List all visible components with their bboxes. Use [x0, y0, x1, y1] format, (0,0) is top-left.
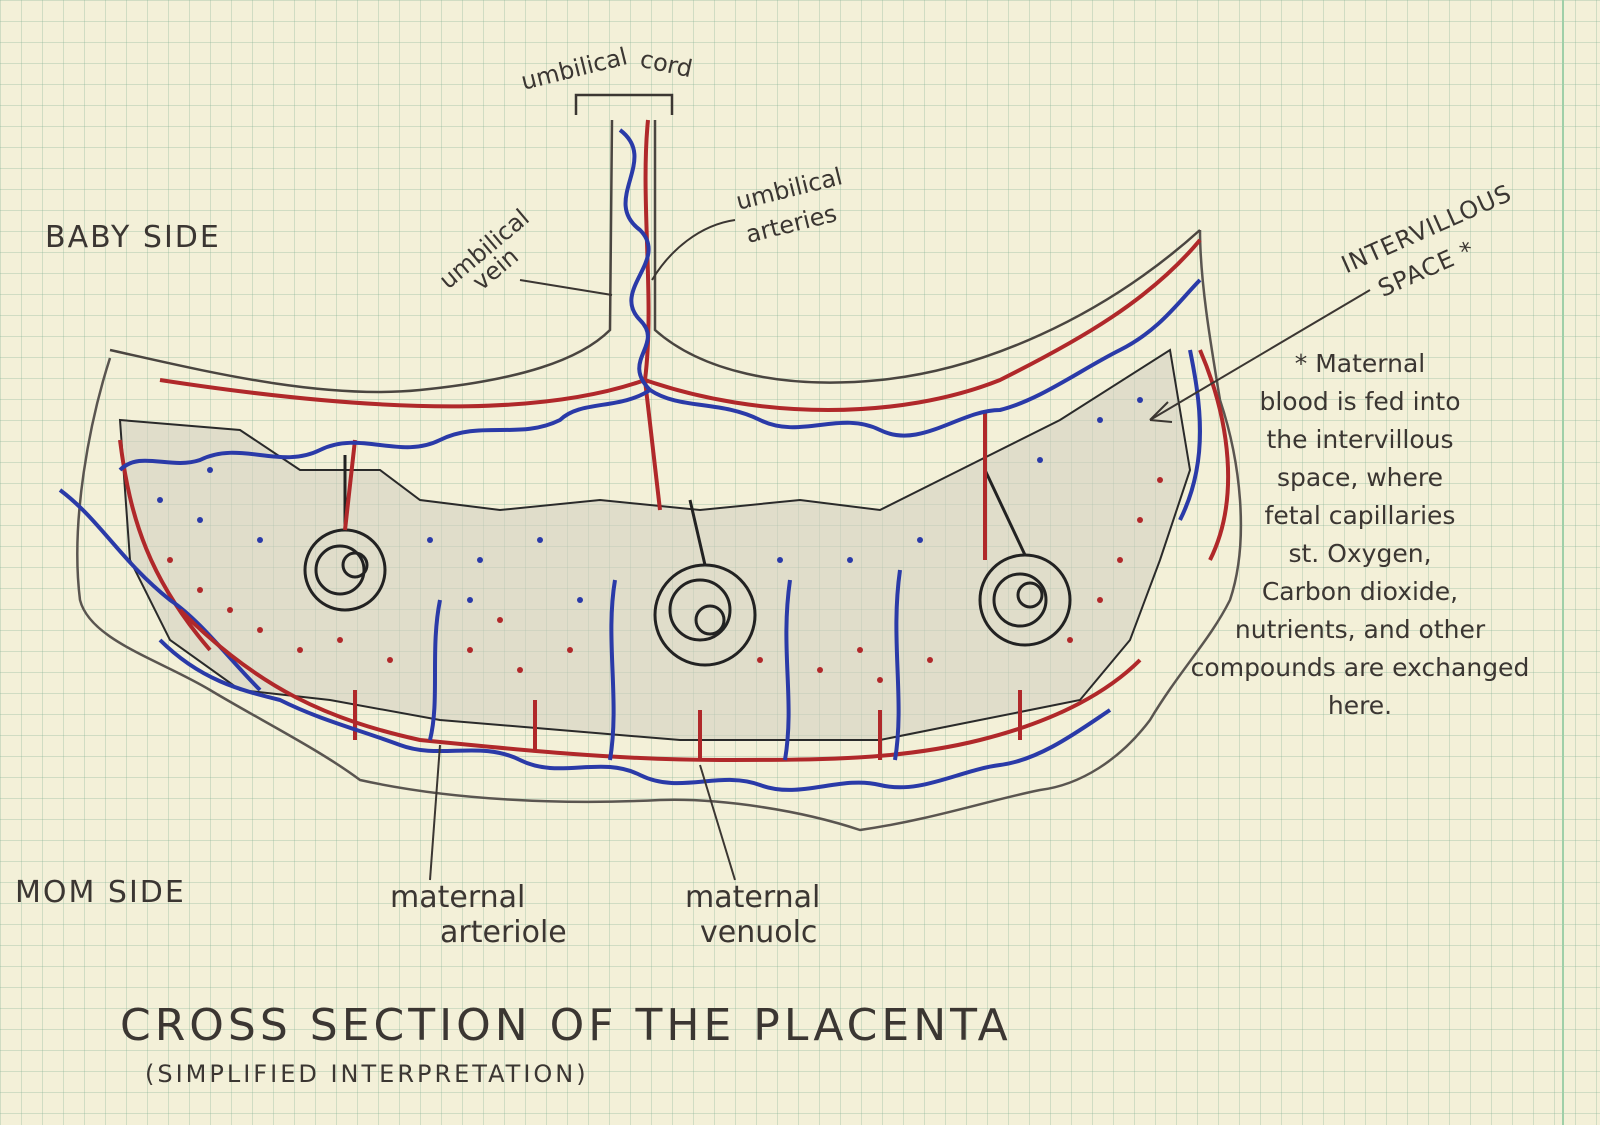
- cord-bracket: [574, 93, 674, 115]
- deoxygenated-dots: [157, 397, 1143, 603]
- leader-lines: [429, 219, 1371, 881]
- label-baby-side: BABY SIDE: [45, 220, 221, 255]
- leader-maternal-arteriole: [429, 744, 441, 881]
- note-line-4: space, where: [1276, 463, 1443, 492]
- chorionic-plate: [109, 119, 1201, 394]
- villus-tree-middle: [653, 499, 757, 667]
- leader-intervillous-arrowhead: [1149, 401, 1173, 423]
- note-line-10: here.: [1327, 691, 1393, 720]
- umbilical-vein: [58, 128, 1202, 692]
- note-line-5: fetal capillaries: [1264, 501, 1456, 530]
- leader-maternal-venuole: [699, 764, 736, 881]
- villus-tree-right: [978, 469, 1072, 647]
- placenta-outer-outline: [76, 229, 1243, 832]
- label-maternal-venuole-2: venuolc: [700, 915, 818, 950]
- maternal-venuole: [158, 569, 1112, 792]
- maternal-arteriole: [178, 608, 1142, 763]
- label-maternal-arteriole-2: arteriole: [440, 915, 567, 950]
- label-maternal-arteriole-1: maternal: [390, 880, 526, 915]
- leader-intervillous: [1149, 289, 1371, 421]
- note-block: * Maternal blood is fed into the intervi…: [1160, 345, 1560, 725]
- note-line-3: the intervillous: [1266, 425, 1454, 454]
- note-line-9: compounds are exchanged: [1190, 653, 1530, 682]
- note-line-2: blood is fed into: [1259, 387, 1461, 416]
- note-line-7: Carbon dioxide,: [1261, 577, 1459, 606]
- note-line-8: nutrients, and other: [1234, 615, 1486, 644]
- leader-umbilical-arteries: [651, 219, 736, 281]
- villus-tree-left: [303, 455, 387, 612]
- diagram-title: CROSS SECTION OF THE PLACENTA: [120, 1000, 1012, 1051]
- note-line-1: * Maternal: [1294, 349, 1426, 378]
- maternal-blood-dots: [167, 477, 1163, 683]
- intervillous-space: [118, 348, 1192, 741]
- label-maternal-venuole-1: maternal: [685, 880, 821, 915]
- diagram-subtitle: (SIMPLIFIED INTERPRETATION): [145, 1060, 589, 1088]
- leader-umbilical-vein: [519, 279, 613, 296]
- note-line-6: st. Oxygen,: [1288, 539, 1432, 568]
- label-mom-side: MOM SIDE: [15, 875, 186, 910]
- margin-line: [1562, 0, 1564, 1125]
